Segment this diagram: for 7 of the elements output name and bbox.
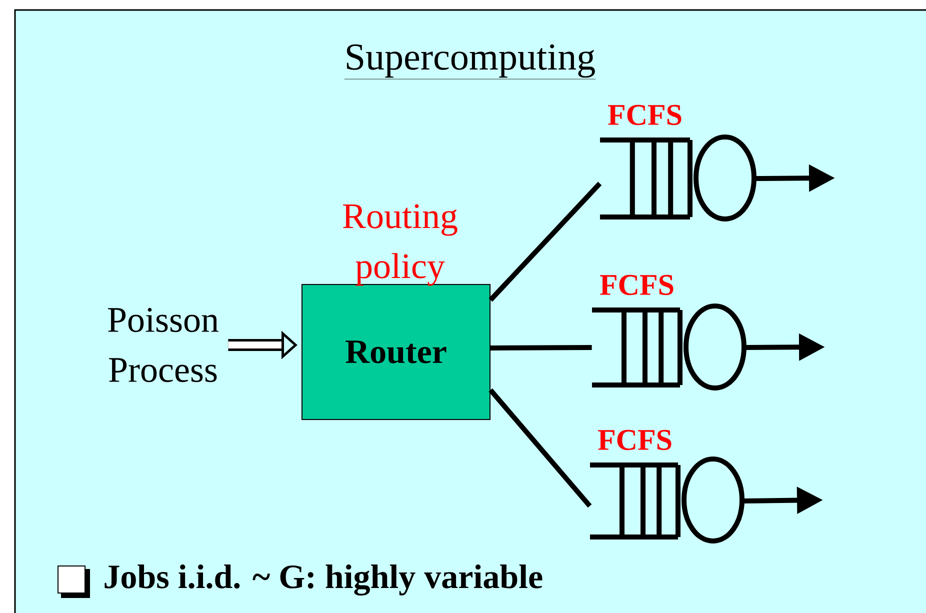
queue-label: FCFS — [600, 274, 674, 296]
policy-label: Routing policy — [343, 204, 458, 286]
queue-label: FCFS — [608, 104, 682, 126]
title: Supercomputing — [344, 44, 596, 80]
bullet-text: Jobs i.i.d. ~ G: highly variable — [104, 564, 542, 596]
text-label: Poisson Process — [108, 308, 218, 382]
queue-label: FCFS — [598, 430, 672, 450]
